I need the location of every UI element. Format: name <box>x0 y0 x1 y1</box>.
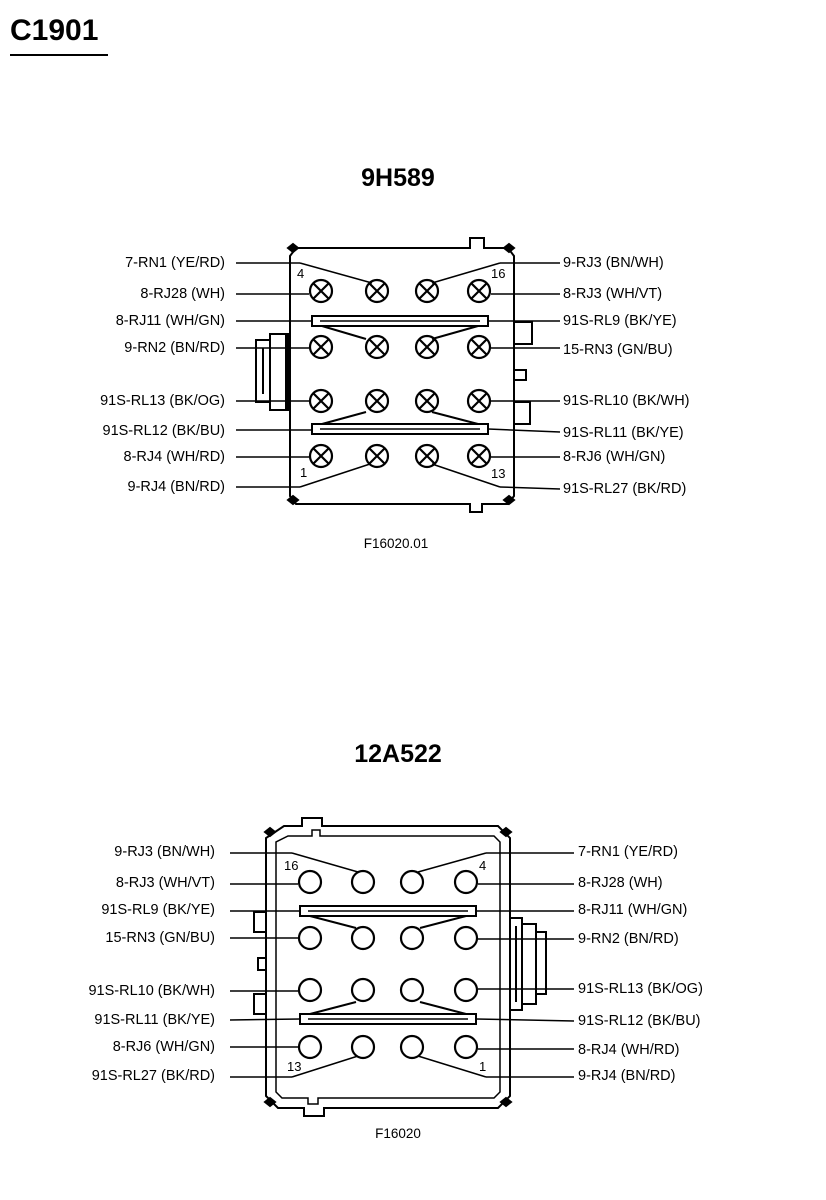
c2-pin-number-top-right: 4 <box>479 858 487 873</box>
c2-left-label-5: 91S-RL10 (BK/WH) <box>88 983 215 999</box>
c2-left-label-3: 91S-RL9 (BK/YE) <box>101 902 215 918</box>
c1-left-label-3: 8-RJ11 (WH/GN) <box>115 313 225 329</box>
c2-right-label-8: 9-RJ4 (BN/RD) <box>578 1068 676 1084</box>
connector-1-pins <box>308 278 492 469</box>
title-underline <box>10 54 108 56</box>
c1-right-label-8: 91S-RL27 (BK/RD) <box>563 481 687 497</box>
c2-right-label-3: 8-RJ11 (WH/GN) <box>578 902 688 918</box>
c1-right-label-7: 8-RJ6 (WH/GN) <box>563 449 666 465</box>
connector-2-pins <box>297 869 479 1060</box>
c2-left-label-2: 8-RJ3 (WH/VT) <box>115 875 215 891</box>
connector-1-housing <box>255 237 533 513</box>
c2-left-label-6: 91S-RL11 (BK/YE) <box>94 1012 215 1028</box>
connector-1-figure-id: F16020.01 <box>363 536 429 551</box>
c2-left-label-7: 8-RJ6 (WH/GN) <box>112 1039 215 1055</box>
c1-pin-number-bottom-right: 13 <box>491 466 506 481</box>
c1-pin-number-top-right: 16 <box>491 266 506 281</box>
c2-right-label-6: 91S-RL12 (BK/BU) <box>578 1013 701 1029</box>
c2-pin-number-bottom-right: 1 <box>479 1059 487 1074</box>
connector-2-figure-id: F16020 <box>375 1126 421 1141</box>
c1-right-label-6: 91S-RL11 (BK/YE) <box>563 425 684 441</box>
c2-right-label-2: 8-RJ28 (WH) <box>578 875 663 891</box>
c1-left-label-6: 91S-RL12 (BK/BU) <box>102 423 226 439</box>
c1-right-label-5: 91S-RL10 (BK/WH) <box>563 393 690 409</box>
c2-right-label-5: 91S-RL13 (BK/OG) <box>578 981 703 997</box>
c2-left-label-4: 15-RN3 (GN/BU) <box>105 930 215 946</box>
c2-left-label-1: 9-RJ3 (BN/WH) <box>114 844 215 860</box>
c1-pin-number-top-left: 4 <box>297 266 305 281</box>
page-title: C1901 <box>10 14 99 47</box>
connector-1-title: 9H589 <box>361 164 435 192</box>
c2-right-label-1: 7-RN1 (YE/RD) <box>578 844 678 860</box>
c2-left-label-8: 91S-RL27 (BK/RD) <box>91 1068 215 1084</box>
c2-right-label-7: 8-RJ4 (WH/RD) <box>578 1042 680 1058</box>
c1-left-label-8: 9-RJ4 (BN/RD) <box>127 479 225 495</box>
c1-right-label-1: 9-RJ3 (BN/WH) <box>563 255 664 271</box>
connector-2-title: 12A522 <box>354 740 442 768</box>
c1-left-label-2: 8-RJ28 (WH) <box>140 286 225 302</box>
c1-right-label-4: 15-RN3 (GN/BU) <box>563 342 673 358</box>
c1-left-label-1: 7-RN1 (YE/RD) <box>125 255 225 271</box>
c1-left-label-5: 91S-RL13 (BK/OG) <box>100 393 225 409</box>
c1-left-label-7: 8-RJ4 (WH/RD) <box>123 449 226 465</box>
c1-right-label-3: 91S-RL9 (BK/YE) <box>563 313 677 329</box>
c1-left-label-4: 9-RN2 (BN/RD) <box>124 340 225 356</box>
connector-1-leaders <box>236 262 561 490</box>
c1-pin-number-bottom-left: 1 <box>300 465 308 480</box>
connector-2-housing <box>253 817 547 1117</box>
c2-pin-number-bottom-left: 13 <box>287 1059 302 1074</box>
c2-right-label-4: 9-RN2 (BN/RD) <box>578 931 679 947</box>
connector-2-leaders <box>229 852 575 1078</box>
c1-right-label-2: 8-RJ3 (WH/VT) <box>563 286 663 302</box>
c2-pin-number-top-left: 16 <box>284 858 299 873</box>
